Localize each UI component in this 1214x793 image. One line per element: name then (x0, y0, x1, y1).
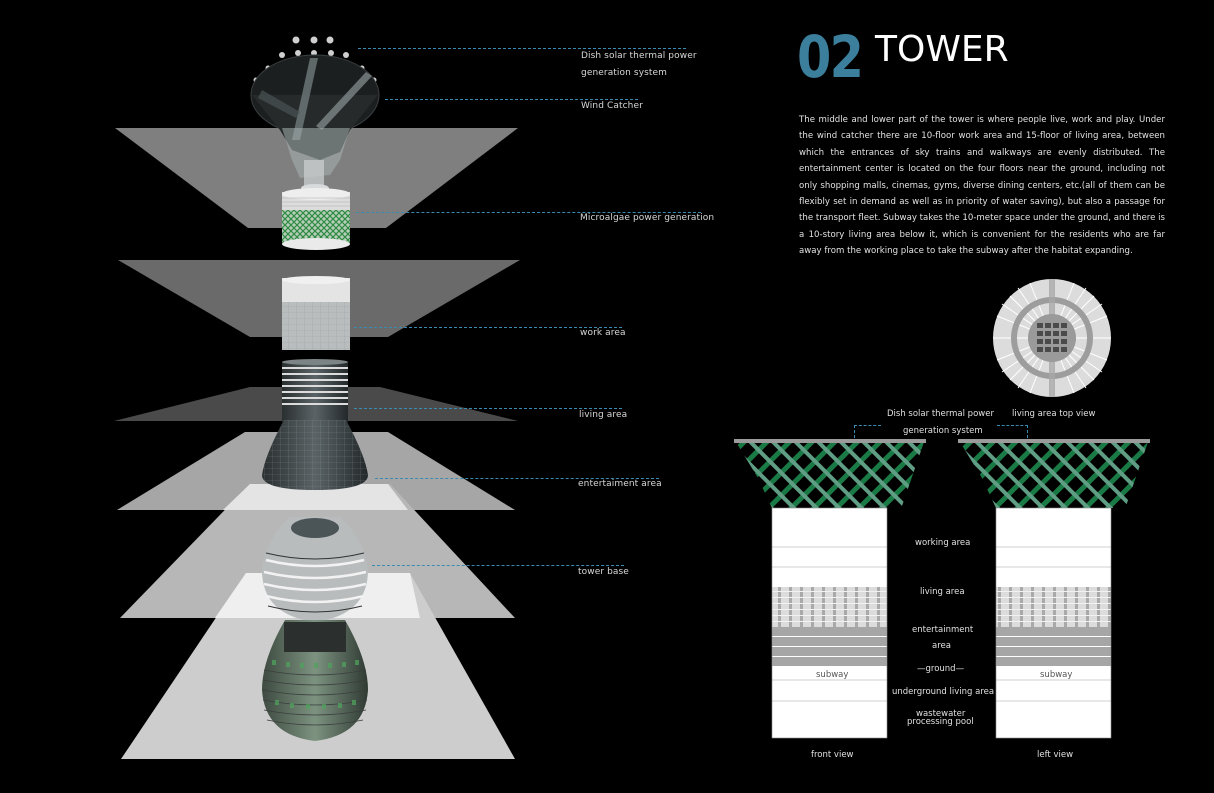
leader-line-wind-catcher (385, 99, 638, 100)
label-wastewater-line1: wastewater (916, 709, 966, 719)
label-living-area: living area (579, 410, 628, 420)
label-tower-base: tower base (578, 567, 629, 577)
section-label-dish-line1: Dish solar thermal power (887, 409, 994, 419)
section-label-dish-line2: generation system (903, 426, 983, 436)
label-subway-left: subway (1040, 670, 1073, 680)
label-subway-front: subway (816, 670, 849, 680)
tower-base-bulb (262, 620, 368, 741)
wind-catcher (250, 54, 380, 192)
leader-line-living-area (354, 408, 622, 409)
leader-line-work-area (354, 327, 622, 328)
label-microalgae: Microalgae power generation (580, 213, 715, 223)
living-area-top-view (993, 279, 1111, 397)
top-view-label: living area top view (1012, 409, 1096, 419)
left-view-section (958, 439, 1150, 739)
section-number: 02 (797, 23, 864, 91)
label-work-area: work area (580, 328, 626, 338)
leader-line-tower-base (372, 565, 624, 566)
page-title: TOWER (875, 29, 1009, 70)
leader-line-dish (358, 48, 686, 49)
tower-base-shell (262, 517, 368, 622)
label-wastewater-line2: processing pool (907, 717, 974, 727)
front-view-section (734, 439, 926, 739)
label-section-living-area: living area (920, 587, 965, 597)
label-underground-living: underground living area (892, 687, 995, 697)
leader-bracket-front (854, 425, 881, 438)
living-area-cylinder (282, 359, 348, 422)
label-entertainment-line2: area (932, 641, 951, 651)
leader-line-entertainment (375, 478, 659, 479)
label-entertainment-area: entertaiment area (578, 479, 662, 489)
label-working-area: working area (915, 538, 971, 548)
leader-line-microalgae (356, 212, 701, 213)
label-dish-solar: Dish solar thermal power generation syst… (581, 51, 697, 78)
label-ground: —ground— (917, 664, 965, 674)
description-paragraph: The middle and lower part of the tower i… (799, 115, 1165, 257)
label-front-view: front view (811, 750, 854, 760)
label-entertainment-line1: entertainment (912, 625, 974, 635)
work-area-cylinder (282, 276, 350, 350)
exploded-tower-diagram (114, 36, 520, 759)
label-wind-catcher: Wind Catcher (581, 101, 643, 111)
entertainment-area-dome (262, 420, 368, 490)
leader-bracket-left (997, 425, 1028, 438)
microalgae-cylinder (282, 188, 350, 250)
label-left-view: left view (1037, 750, 1074, 760)
tower-section-views (734, 439, 1150, 739)
